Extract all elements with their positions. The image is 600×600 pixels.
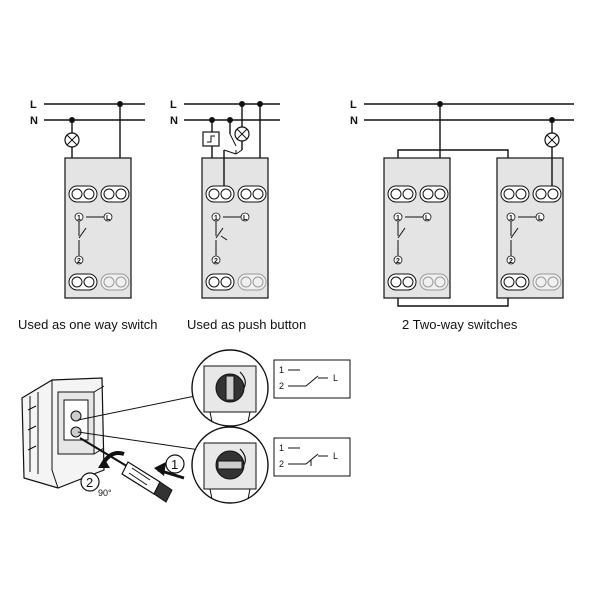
neutral-label: N: [170, 115, 178, 127]
svg-text:1: 1: [214, 215, 218, 222]
svg-text:2: 2: [396, 258, 400, 265]
svg-text:2: 2: [86, 475, 93, 490]
terminal-block-top: [205, 185, 267, 203]
line-label: L: [170, 99, 177, 111]
lamp-icon: [64, 132, 80, 148]
step-2-badge: 2: [80, 472, 100, 492]
svg-text:2: 2: [214, 258, 218, 265]
terminal-block-bottom: [387, 273, 449, 291]
two-way-diagram: L N 1 L 2: [350, 99, 574, 332]
svg-text:1: 1: [171, 457, 178, 472]
lamp-icon: [544, 132, 560, 148]
terminal-block-bottom: [205, 273, 267, 291]
terminal-block-bottom: [500, 273, 562, 291]
push-button-symbol-box: 1 2 L: [273, 437, 351, 477]
caption-push-button: Used as push button: [187, 317, 306, 332]
terminal-block-top: [68, 185, 130, 203]
installation-illustration: 1 2 90° 1 2 L: [21, 349, 351, 504]
svg-text:2: 2: [509, 258, 513, 265]
svg-text:L: L: [333, 373, 338, 383]
lamp-icon: [234, 126, 250, 142]
svg-text:L: L: [333, 451, 338, 461]
svg-text:1: 1: [77, 215, 81, 222]
rotation-angle: 90°: [98, 488, 112, 498]
push-button-diagram: L N: [170, 99, 306, 332]
push-arrow-icon: [154, 462, 185, 480]
svg-text:L: L: [243, 215, 248, 222]
switch-symbol-icon: 1 L 2: [506, 212, 545, 265]
svg-text:2: 2: [279, 459, 284, 469]
switch-symbol-icon: 1 L 2: [393, 212, 432, 265]
pushbutton-relay-icon: [202, 131, 220, 147]
neutral-label: N: [350, 115, 358, 127]
switch-symbol-icon: 1 L 2: [211, 212, 250, 265]
svg-text:L: L: [538, 215, 543, 222]
terminal-block-top: [387, 185, 449, 203]
switch-mechanism-drawing: [21, 377, 105, 489]
neutral-label: N: [30, 115, 38, 127]
switch-symbol-icon: 1 L 2: [74, 212, 113, 265]
svg-text:1: 1: [396, 215, 400, 222]
svg-text:1: 1: [279, 443, 284, 453]
caption-one-way: Used as one way switch: [18, 317, 157, 332]
step-1-badge: 1: [165, 454, 185, 474]
svg-text:2: 2: [77, 258, 81, 265]
caption-two-way: 2 Two-way switches: [402, 317, 518, 332]
terminal-block-bottom: [68, 273, 130, 291]
svg-text:1: 1: [509, 215, 513, 222]
one-way-diagram: L N 1 L 2: [18, 99, 157, 332]
svg-text:L: L: [106, 215, 111, 222]
svg-text:2: 2: [279, 381, 284, 391]
zoom-detail-bottom: [191, 426, 269, 504]
terminal-block-top: [500, 185, 562, 203]
screwdriver-icon: [79, 437, 173, 503]
zoom-detail-top: [191, 349, 269, 427]
svg-text:L: L: [425, 215, 430, 222]
line-label: L: [350, 99, 357, 111]
line-label: L: [30, 99, 37, 111]
two-way-symbol-box: 1 2 L: [273, 359, 351, 399]
rotate-arrow-icon: [98, 451, 125, 468]
svg-text:1: 1: [279, 365, 284, 375]
